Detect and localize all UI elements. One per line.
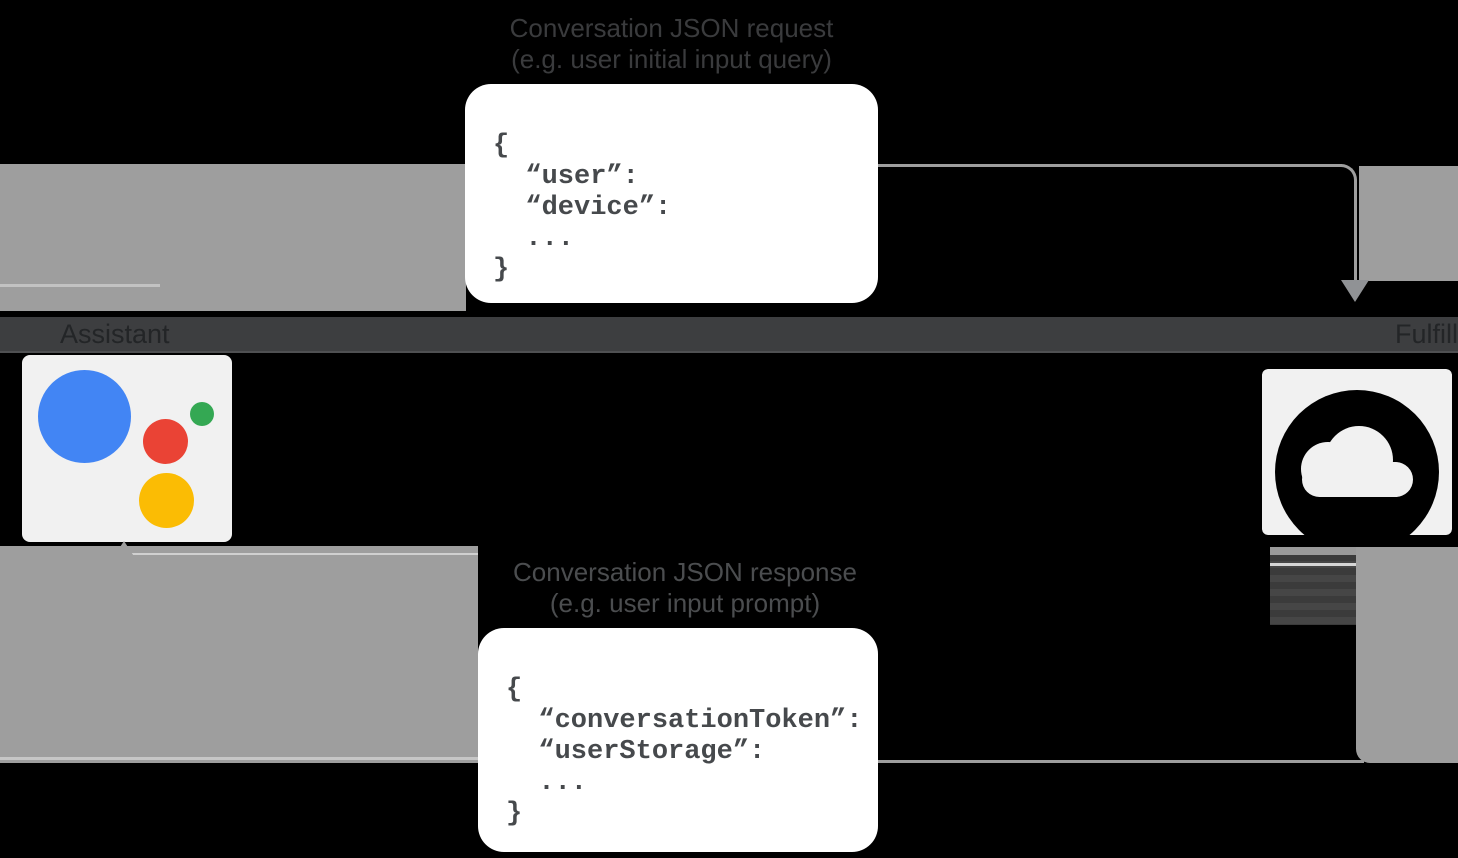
request-arrow-highlight — [0, 284, 160, 287]
request-arrow-band-right — [1359, 166, 1458, 281]
response-json-snippet: { “conversationToken”: “userStorage”: ..… — [478, 628, 878, 852]
response-label-line1: Conversation JSON response — [513, 557, 857, 587]
response-arrow-striped-artifact — [1270, 547, 1356, 625]
request-label-line2: (e.g. user initial input query) — [511, 44, 832, 74]
request-arrowhead-icon — [1341, 280, 1369, 302]
assistant-label: Assistant — [60, 318, 170, 349]
assistant-blue-circle — [38, 370, 131, 463]
assistant-green-circle — [190, 402, 214, 426]
request-json-code: { “user”: “device”: ... } — [493, 131, 672, 285]
response-arrow-band-right — [1356, 547, 1458, 763]
request-label-line1: Conversation JSON request — [509, 13, 834, 43]
entity-band: Assistant Fulfillment — [0, 317, 1458, 353]
response-arrowhead-icon — [111, 541, 137, 561]
response-label: Conversation JSON response (e.g. user in… — [0, 557, 1370, 619]
request-label: Conversation JSON request (e.g. user ini… — [0, 13, 1343, 75]
response-json-code: { “conversationToken”: “userStorage”: ..… — [506, 675, 863, 829]
response-arrow-highlight — [124, 553, 478, 555]
fulfillment-label: Fulfillment — [1394, 318, 1458, 349]
request-json-snippet: { “user”: “device”: ... } — [465, 84, 878, 303]
response-label-line2: (e.g. user input prompt) — [549, 588, 821, 618]
response-arrow-highlight-lower — [0, 757, 478, 760]
assistant-yellow-circle — [139, 473, 194, 528]
response-arrow-band-left — [0, 546, 478, 763]
assistant-red-circle — [143, 419, 188, 464]
google-assistant-icon — [22, 355, 232, 542]
fulfillment-cloud-icon — [1262, 369, 1452, 535]
request-arrow-corner — [1340, 164, 1357, 198]
request-arrow-line-vertical — [1354, 190, 1357, 282]
request-arrow-band-left — [0, 166, 466, 311]
